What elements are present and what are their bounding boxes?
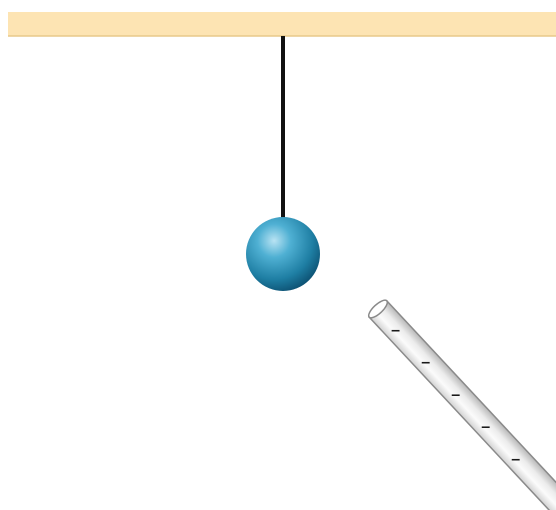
charged-rod: – – – – – [367, 299, 556, 510]
charge-mark: – [481, 419, 490, 436]
charge-mark: – [451, 386, 460, 403]
ceiling-support [8, 12, 556, 37]
sphere [246, 217, 320, 291]
rod-charges: – – – – – [391, 322, 520, 468]
charge-mark: – [421, 354, 430, 371]
charge-mark: – [391, 322, 400, 339]
charge-mark: – [511, 451, 520, 468]
rod-opening [367, 299, 389, 319]
